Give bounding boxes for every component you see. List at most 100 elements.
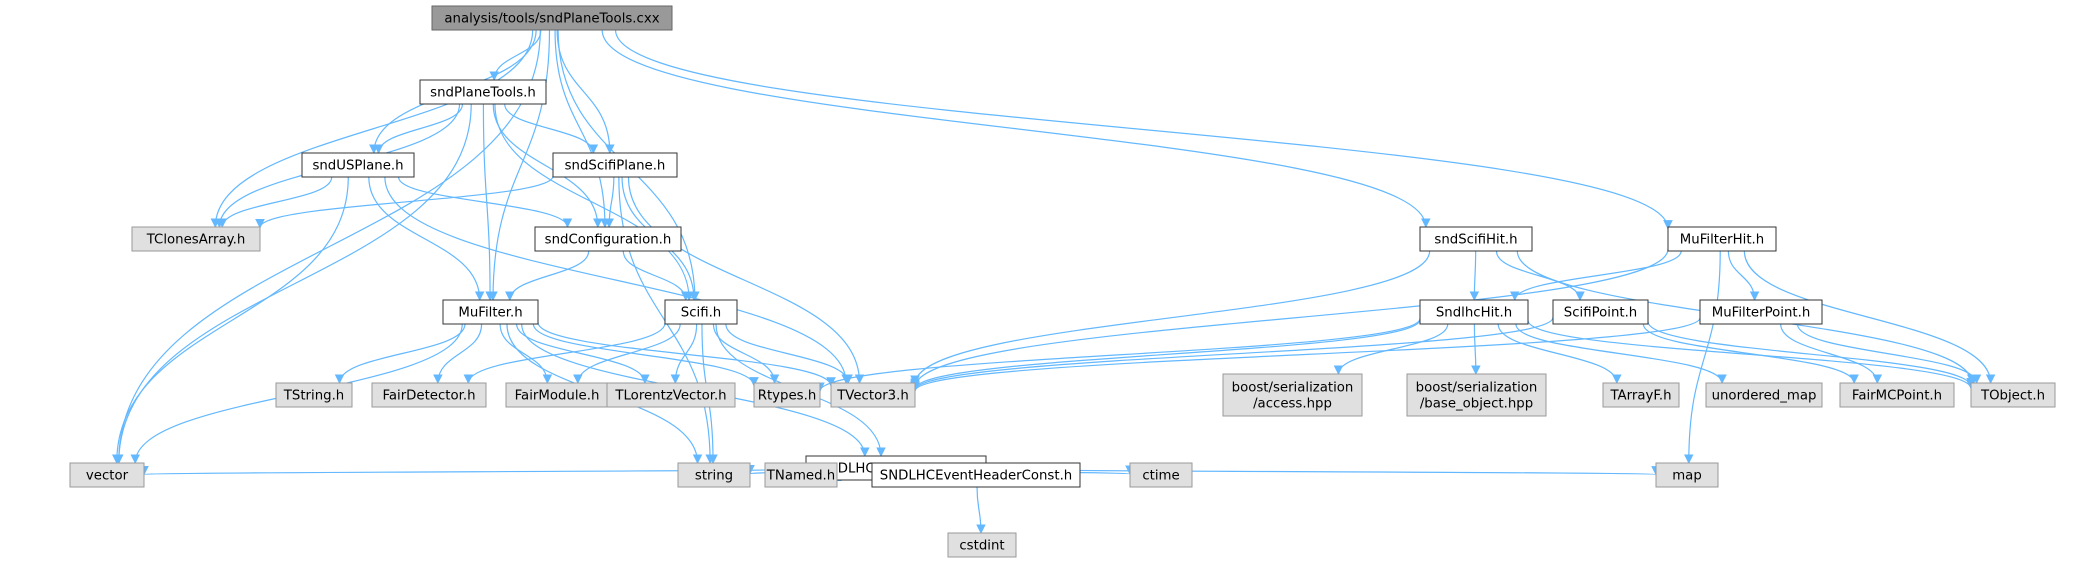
edge-MuFilterHit-to-TVector3 — [910, 248, 1669, 389]
edge-sndPlaneTools-to-sndUSPlane — [373, 103, 464, 154]
node-unordered_map: unordered_map — [1705, 382, 1823, 408]
node-box-root — [431, 5, 673, 31]
edges-layer — [111, 29, 1996, 534]
node-label-sndConfiguration: sndConfiguration.h — [545, 233, 672, 248]
node-TObject: TObject.h — [1970, 382, 2056, 408]
node-label-TVector3: TVector3.h — [836, 389, 909, 404]
node-box-boost_base — [1406, 373, 1547, 417]
edge-Scifi-to-TVector3 — [725, 323, 853, 384]
edge-MuFilterHit-to-SndlhcHit — [1510, 250, 1682, 301]
node-label-Scifi: Scifi.h — [681, 306, 721, 321]
node-box-sndUSPlane — [301, 152, 415, 178]
node-box-map — [1655, 462, 1719, 488]
node-box-cstdint — [947, 532, 1017, 558]
node-label-Rtypes: Rtypes.h — [758, 389, 817, 404]
node-label-ScifiPoint: ScifiPoint.h — [1564, 306, 1638, 321]
node-label-cstdint: cstdint — [959, 539, 1004, 554]
edge-SndlhcHit-to-TObject — [1527, 320, 1976, 390]
node-box-TLorentzVector — [606, 382, 736, 408]
node-box-ScifiPoint — [1552, 299, 1649, 325]
node-box-vector — [69, 462, 145, 488]
node-label-unordered_map: unordered_map — [1712, 389, 1817, 404]
edge-sndUSPlane-to-vector — [111, 176, 349, 464]
edge-root-to-vector — [113, 29, 541, 464]
node-TArrayF: TArrayF.h — [1602, 382, 1680, 408]
edge-MuFilterHit-to-map — [1683, 250, 1721, 464]
node-label-TString: TString.h — [283, 389, 344, 404]
edge-sndUSPlane-to-sndConfiguration — [397, 176, 573, 228]
node-sndConfiguration[interactable]: sndConfiguration.h — [534, 226, 682, 252]
edge-sndConfiguration-to-Scifi — [622, 250, 691, 301]
edge-MuFilterPoint-to-FairMCPoint — [1780, 323, 1883, 384]
node-box-SNDLHCEventHeaderConst — [871, 462, 1081, 488]
node-label-sndScifiPlane: sndScifiPlane.h — [565, 159, 666, 174]
edge-MuFilter-to-FairModule — [499, 323, 553, 384]
node-box-MuFilterPoint — [1699, 299, 1823, 325]
node-label-vector: vector — [86, 469, 129, 484]
edge-sndUSPlane-to-MuFilter — [368, 176, 485, 301]
edge-ScifiPoint-to-FairMCPoint — [1642, 323, 1859, 384]
edge-Scifi-to-Rtypes — [712, 323, 780, 384]
node-map: map — [1655, 462, 1719, 488]
node-label-boost_base: /base_object.hpp — [1420, 397, 1533, 412]
edge-root-to-sndScifiHit — [601, 29, 1431, 228]
node-label-ctime: ctime — [1142, 469, 1179, 484]
node-label-TNamed: TNamed.h — [766, 469, 835, 484]
node-sndPlaneTools[interactable]: sndPlaneTools.h — [419, 79, 547, 105]
edge-SndlhcHit-to-boost_base — [1471, 323, 1481, 375]
node-sndUSPlane[interactable]: sndUSPlane.h — [301, 152, 415, 178]
node-label-TLorentzVector: TLorentzVector.h — [614, 389, 726, 404]
node-label-root: analysis/tools/sndPlaneTools.cxx — [444, 12, 659, 27]
node-boost_access: boost/serialization/access.hpp — [1222, 373, 1363, 417]
edge-sndScifiPlane-to-TVector3 — [627, 176, 865, 384]
node-Scifi[interactable]: Scifi.h — [664, 299, 738, 325]
edge-sndUSPlane-to-TVector3 — [384, 176, 851, 384]
node-MuFilterHit[interactable]: MuFilterHit.h — [1667, 226, 1777, 252]
edge-SndlhcHit-to-boost_access — [1333, 323, 1449, 375]
node-box-sndPlaneTools — [419, 79, 547, 105]
node-box-MuFilter — [442, 299, 539, 325]
node-box-TArrayF — [1602, 382, 1680, 408]
node-box-TString — [275, 382, 353, 408]
node-box-FairDetector — [371, 382, 487, 408]
node-TNamed: TNamed.h — [764, 462, 838, 488]
node-SndlhcHit[interactable]: SndlhcHit.h — [1419, 299, 1529, 325]
node-ScifiPoint[interactable]: ScifiPoint.h — [1552, 299, 1649, 325]
node-box-unordered_map — [1705, 382, 1823, 408]
edge-ScifiPoint-to-TVector3 — [910, 317, 1554, 392]
edge-MuFilterHit-to-TObject — [1743, 250, 1996, 384]
node-label-sndPlaneTools: sndPlaneTools.h — [430, 86, 536, 101]
node-FairDetector: FairDetector.h — [371, 382, 487, 408]
edge-SndlhcHit-to-Rtypes — [815, 318, 1421, 392]
node-SNDLHCEventHeaderConst[interactable]: SNDLHCEventHeaderConst.h — [871, 462, 1081, 488]
node-label-TClonesArray: TClonesArray.h — [146, 233, 246, 248]
node-sndScifiHit[interactable]: sndScifiHit.h — [1419, 226, 1533, 252]
node-box-string — [677, 462, 751, 488]
node-root: analysis/tools/sndPlaneTools.cxx — [431, 5, 673, 31]
edge-sndPlaneTools-to-sndScifiPlane — [504, 103, 599, 154]
node-Rtypes: Rtypes.h — [753, 382, 821, 408]
node-TLorentzVector: TLorentzVector.h — [606, 382, 736, 408]
edge-MuFilterPoint-to-TVector3 — [910, 317, 1701, 393]
node-label-FairModule: FairModule.h — [515, 389, 600, 404]
edge-SndlhcHit-to-TVector3 — [910, 319, 1421, 391]
node-label-boost_access: /access.hpp — [1253, 397, 1332, 412]
node-box-sndConfiguration — [534, 226, 682, 252]
edge-ScifiPoint-to-TObject — [1647, 321, 1976, 388]
node-sndScifiPlane[interactable]: sndScifiPlane.h — [552, 152, 678, 178]
node-TString: TString.h — [275, 382, 353, 408]
edge-Scifi-to-TLorentzVector — [670, 323, 698, 384]
node-vector: vector — [69, 462, 145, 488]
node-label-MuFilterHit: MuFilterHit.h — [1680, 233, 1764, 248]
node-label-map: map — [1672, 469, 1702, 484]
node-MuFilterPoint[interactable]: MuFilterPoint.h — [1699, 299, 1823, 325]
node-MuFilter[interactable]: MuFilter.h — [442, 299, 539, 325]
node-box-FairMCPoint — [1839, 382, 1955, 408]
edge-sndScifiHit-to-ScifiPoint — [1495, 250, 1585, 301]
edge-sndPlaneTools-to-vector — [113, 103, 472, 464]
edge-Scifi-to-FairModule — [573, 323, 681, 384]
edge-sndScifiHit-to-SndlhcHit — [1469, 250, 1480, 301]
node-TVector3: TVector3.h — [830, 382, 916, 408]
edge-sndUSPlane-to-TClonesArray — [217, 176, 333, 228]
edge-Scifi-to-FairDetector — [463, 322, 666, 384]
